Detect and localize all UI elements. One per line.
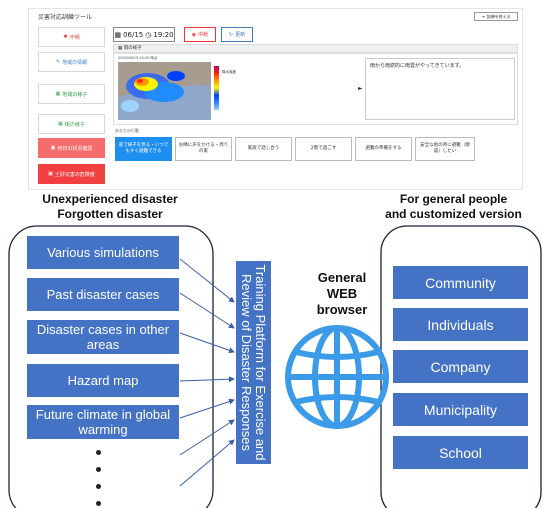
- radar-map[interactable]: [118, 62, 211, 120]
- left-item-2: Past disaster cases: [27, 278, 179, 311]
- left-item-1: Various simulations: [27, 236, 179, 269]
- update-button[interactable]: ↻更新: [221, 27, 253, 42]
- rain-icon: ▦: [118, 46, 124, 51]
- arrow-5: [179, 398, 235, 419]
- left-item-3: Disaster cases in other areas: [27, 320, 179, 354]
- arrow-6: [179, 419, 235, 456]
- landslide-icon: ▣: [48, 171, 53, 177]
- left-item-4: Hazard map: [27, 364, 179, 397]
- radar-map-image: [118, 62, 211, 120]
- app-title: 災害対応訓練ツール: [38, 14, 93, 21]
- view-icon: ▦: [55, 91, 61, 97]
- sidebar-item-5[interactable]: ▣何日の状況確認: [38, 138, 105, 158]
- globe-icon: [285, 325, 389, 429]
- ellipsis-dot-1: [96, 450, 101, 455]
- action-prompt: あなたの行動: [115, 128, 139, 133]
- sidebar-item-6[interactable]: ▣土砂災害の危険度: [38, 164, 105, 184]
- datetime-display: ▦06/15 ◷19:20: [113, 27, 175, 42]
- check-icon: ▣: [50, 145, 56, 151]
- training-platform-box: Training Platform for Exercise and Revie…: [236, 261, 271, 464]
- audience-school: School: [393, 436, 528, 469]
- panel-header: ▦ 雨の様子: [113, 44, 518, 53]
- sidebar-item-4[interactable]: ▦街の様子: [38, 114, 105, 134]
- action-option-1[interactable]: 家で様子を見る・いつでもすぐ避難できる: [115, 137, 172, 161]
- arrow-4: [179, 376, 235, 383]
- rain-panel: [113, 53, 518, 125]
- exit-icon: ⇥: [481, 14, 485, 19]
- clock-icon: ◷: [145, 30, 152, 39]
- legend-label: 降水強度: [222, 70, 236, 74]
- audience-community: Community: [393, 266, 528, 299]
- alert-icon: ✱: [63, 34, 68, 40]
- action-option-2[interactable]: お隣に声をかける・周りの家: [175, 137, 232, 161]
- ellipsis-dot-2: [96, 467, 101, 472]
- action-option-4[interactable]: 2階で過ごす: [295, 137, 352, 161]
- map-timestamp: 2020/06/15 19:20 時点: [118, 56, 158, 60]
- stop-button[interactable]: ◉中断: [184, 27, 216, 42]
- sidebar-item-2[interactable]: ✎地域の情報: [38, 52, 105, 72]
- left-group-frame: [8, 225, 214, 508]
- right-group-frame: [380, 225, 542, 508]
- info-icon: ✎: [55, 59, 61, 65]
- town-icon: ▦: [58, 121, 63, 127]
- left-item-5: Future climate in global warming: [27, 405, 179, 439]
- ellipsis-dot-4: [96, 501, 101, 506]
- stop-icon: ◉: [191, 31, 197, 38]
- action-option-6[interactable]: 安全な他の所に避難（親戚）したい: [415, 137, 475, 161]
- left-heading: Unexperienced disaster Forgotten disaste…: [42, 192, 178, 221]
- panel-message: 雨から雨続的に雨雲がやってきています。: [365, 58, 515, 120]
- arrow-1: [179, 258, 235, 303]
- ellipsis-dot-3: [96, 484, 101, 489]
- arrow-7: [179, 439, 235, 487]
- end-training-button[interactable]: ⇥訓練を終える: [474, 12, 518, 21]
- arrow-2: [179, 292, 235, 329]
- calendar-icon: ▦: [114, 30, 122, 39]
- audience-municipality: Municipality: [393, 393, 528, 426]
- rain-legend-scale: [214, 66, 219, 110]
- audience-company: Company: [393, 350, 528, 383]
- audience-individuals: Individuals: [393, 308, 528, 341]
- sidebar-item-3[interactable]: ▦地域の様子: [38, 84, 105, 104]
- refresh-icon: ↻: [228, 31, 234, 38]
- action-option-5[interactable]: 避難の準備をする: [355, 137, 412, 161]
- arrow-3: [179, 332, 235, 354]
- action-option-3[interactable]: 家族で話し合う: [235, 137, 292, 161]
- right-heading: For general people and customized versio…: [385, 192, 522, 221]
- panel-toggle-icon[interactable]: ►: [358, 85, 363, 92]
- sidebar-item-1[interactable]: ✱不明: [38, 27, 105, 47]
- browser-label: General WEB browser: [316, 270, 368, 317]
- training-platform-label: Training Platform for Exercise and Revie…: [239, 264, 269, 461]
